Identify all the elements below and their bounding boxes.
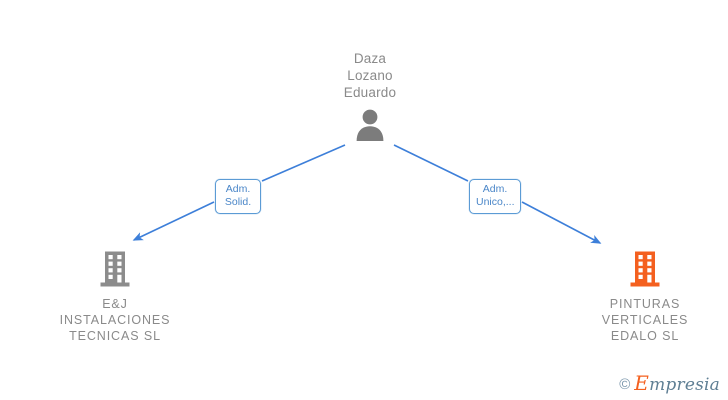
copyright-icon: © bbox=[619, 375, 631, 393]
watermark: © Empresia bbox=[619, 371, 720, 395]
person-node-root[interactable]: Daza Lozano Eduardo bbox=[306, 50, 434, 141]
company-name-label: E&J INSTALACIONES TECNICAS SL bbox=[59, 297, 171, 343]
company-name-label: PINTURAS VERTICALES EDALO SL bbox=[601, 297, 689, 343]
company-node-ej-instalaciones-tecnicas[interactable]: E&J INSTALACIONES TECNICAS SL bbox=[40, 250, 190, 344]
person-name-label: Daza Lozano Eduardo bbox=[343, 51, 397, 100]
brand-rest: mpresia bbox=[649, 375, 720, 395]
edge-label-adm-solid[interactable]: Adm. Solid. bbox=[215, 179, 261, 214]
edge-label-adm-unico[interactable]: Adm. Unico,... bbox=[469, 179, 521, 214]
person-icon bbox=[306, 107, 434, 141]
brand-logo: Empresia bbox=[634, 371, 720, 395]
building-icon bbox=[570, 250, 720, 290]
brand-initial: E bbox=[634, 371, 650, 395]
building-icon bbox=[40, 250, 190, 290]
company-node-pinturas-verticales-edalo[interactable]: PINTURAS VERTICALES EDALO SL bbox=[570, 250, 720, 344]
